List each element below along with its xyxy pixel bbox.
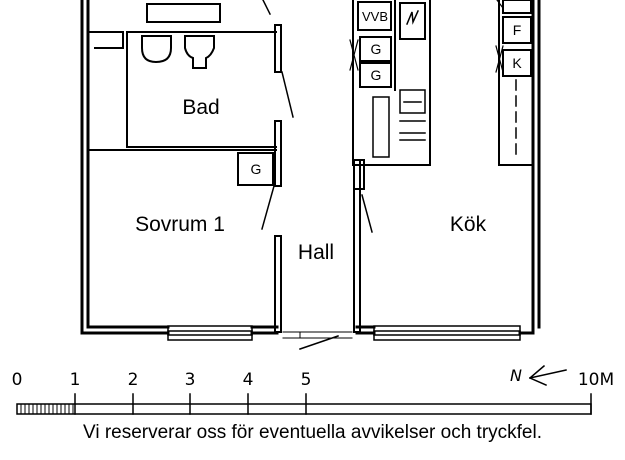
scale-tick-0: 0	[12, 370, 23, 390]
scale-tick-1: 1	[70, 370, 81, 390]
hall-walls	[274, 159, 373, 350]
room-label-kok: Kök	[450, 213, 487, 236]
bedroom-fixtures	[237, 152, 275, 230]
fixture-label-f: F	[513, 22, 522, 38]
windows	[167, 325, 521, 341]
fixture-label-g-bedroom: G	[251, 161, 262, 177]
fixture-label-g-kitchen-1: G	[371, 41, 382, 57]
kitchen-counter-right	[495, 0, 534, 166]
fixture-label-vvb: VVB	[362, 9, 388, 24]
scale-tick-4: 4	[243, 370, 254, 390]
scale-tick-10m: 10M	[578, 370, 614, 390]
bathroom-walls	[87, 24, 282, 187]
room-label-sovrum: Sovrum 1	[135, 213, 225, 236]
room-label-hall: Hall	[298, 241, 334, 264]
bathroom-fixtures	[141, 0, 294, 118]
scale-tick-3: 3	[185, 370, 196, 390]
north-label: N	[510, 366, 522, 385]
fixture-label-k: K	[512, 55, 522, 71]
disclaimer-text: Vi reserverar oss för eventuella avvikel…	[83, 422, 542, 443]
fixture-label-g-kitchen-2: G	[371, 67, 382, 83]
kitchen-counter-left	[349, 0, 431, 166]
north-arrow	[528, 364, 567, 386]
scale-tick-5: 5	[301, 370, 312, 390]
scale-bar	[16, 393, 592, 415]
scale-tick-2: 2	[128, 370, 139, 390]
room-label-bad: Bad	[182, 96, 219, 119]
outer-walls	[80, 0, 541, 335]
